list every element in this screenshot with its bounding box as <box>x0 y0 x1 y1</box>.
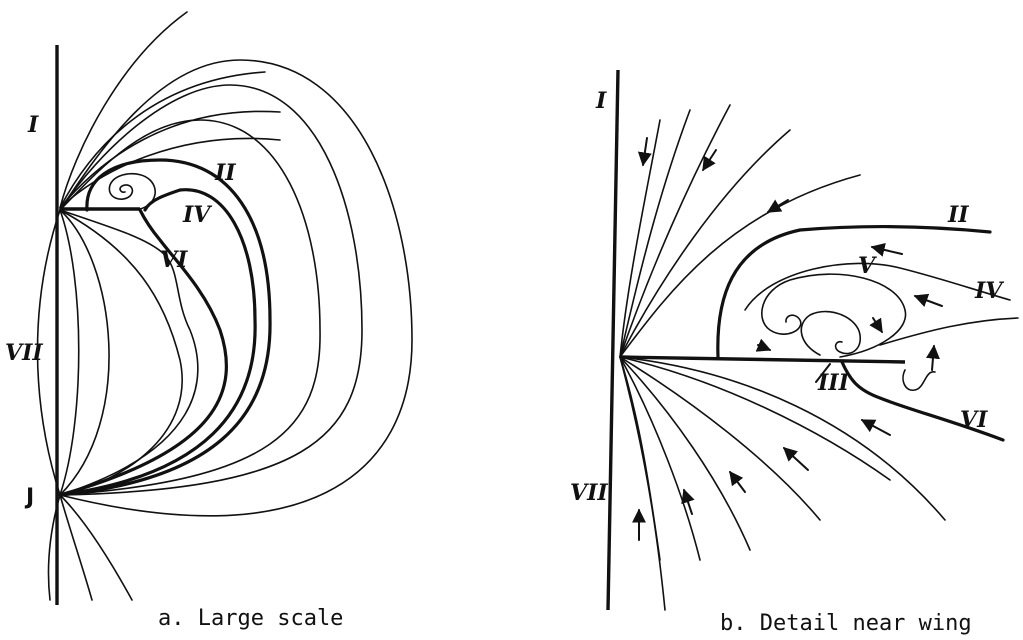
panel-a-label-ii: II <box>214 160 236 186</box>
panel-b-streamline-ii <box>716 224 992 359</box>
panel-b-label-v: V <box>858 253 877 279</box>
panel-a-label-i: I <box>27 112 39 138</box>
panel-a-streamline-iv <box>58 188 257 497</box>
panel-a-streamline-ii <box>58 158 272 497</box>
panel-a-label-vii: VII <box>5 340 43 366</box>
panel-b-caption: b. Detail near wing <box>720 611 972 636</box>
panel-b-vortex-v <box>761 273 907 358</box>
panel-b-label-i: I <box>595 88 607 114</box>
panel-a-caption: a. Large scale <box>158 606 343 631</box>
panel-a-upper-streamlines <box>59 11 281 209</box>
panel-a-large-scale: I II IV VI VII J a. Large scale <box>5 11 413 631</box>
panel-b-symmetry-wall <box>606 69 620 611</box>
panel-a-vortex-spiral <box>108 172 156 210</box>
panel-b-label-vii: VII <box>570 480 608 506</box>
panel-a-label-vi: VI <box>160 247 188 273</box>
panel-b-vortex-inner <box>800 310 861 356</box>
panel-b-streamline-outer <box>879 317 1019 346</box>
panel-a-label-j: J <box>24 485 34 510</box>
panel-b-flow-arrows <box>632 137 943 541</box>
panel-b-label-vi: VI <box>960 407 988 433</box>
panel-b-label-ii: II <box>947 202 969 228</box>
panel-a-label-iv: IV <box>182 202 212 228</box>
panel-a-streamline-vi <box>58 208 228 497</box>
panel-b-upper-streamlines <box>619 104 861 358</box>
panel-b-label-iv: IV <box>974 278 1004 304</box>
panel-b-streamline-vi <box>840 360 1005 442</box>
panel-b-lower-streamlines <box>619 356 946 611</box>
panel-a-middle-streamlines <box>36 209 199 496</box>
panel-b-wing <box>619 355 906 364</box>
panel-b-wavy-line <box>902 369 936 391</box>
panel-a-outer-streamlines <box>59 59 413 517</box>
panel-b-streamline-iv <box>744 262 1011 311</box>
panel-b-detail-near-wing: I II IV V III VI VII b. Detail near wing <box>570 69 1019 636</box>
panel-a-lower-streamlines <box>47 494 133 601</box>
panel-b-iii-pointer <box>815 363 831 383</box>
